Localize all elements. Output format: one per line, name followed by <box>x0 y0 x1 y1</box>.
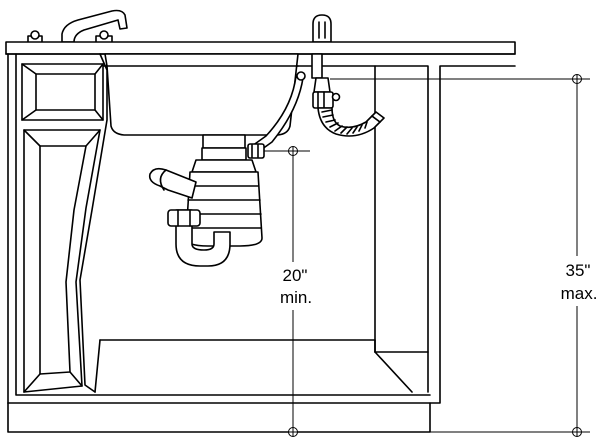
drawer-front <box>21 63 104 121</box>
air-gap-cap <box>312 14 332 43</box>
sink-basin <box>104 53 299 136</box>
max-value-label: 35" <box>566 261 591 280</box>
dimension-35-max <box>330 74 600 437</box>
cabinet-door <box>23 129 101 393</box>
min-word-label: min. <box>280 288 312 307</box>
dimension-20-min <box>264 146 318 437</box>
p-trap <box>148 167 231 267</box>
faucet <box>27 9 128 45</box>
air-gap-assembly <box>311 53 341 109</box>
corrugated-hose <box>317 107 385 137</box>
max-word-label: max. <box>561 284 598 303</box>
countertop <box>5 41 516 55</box>
min-value-label: 20" <box>283 266 308 285</box>
